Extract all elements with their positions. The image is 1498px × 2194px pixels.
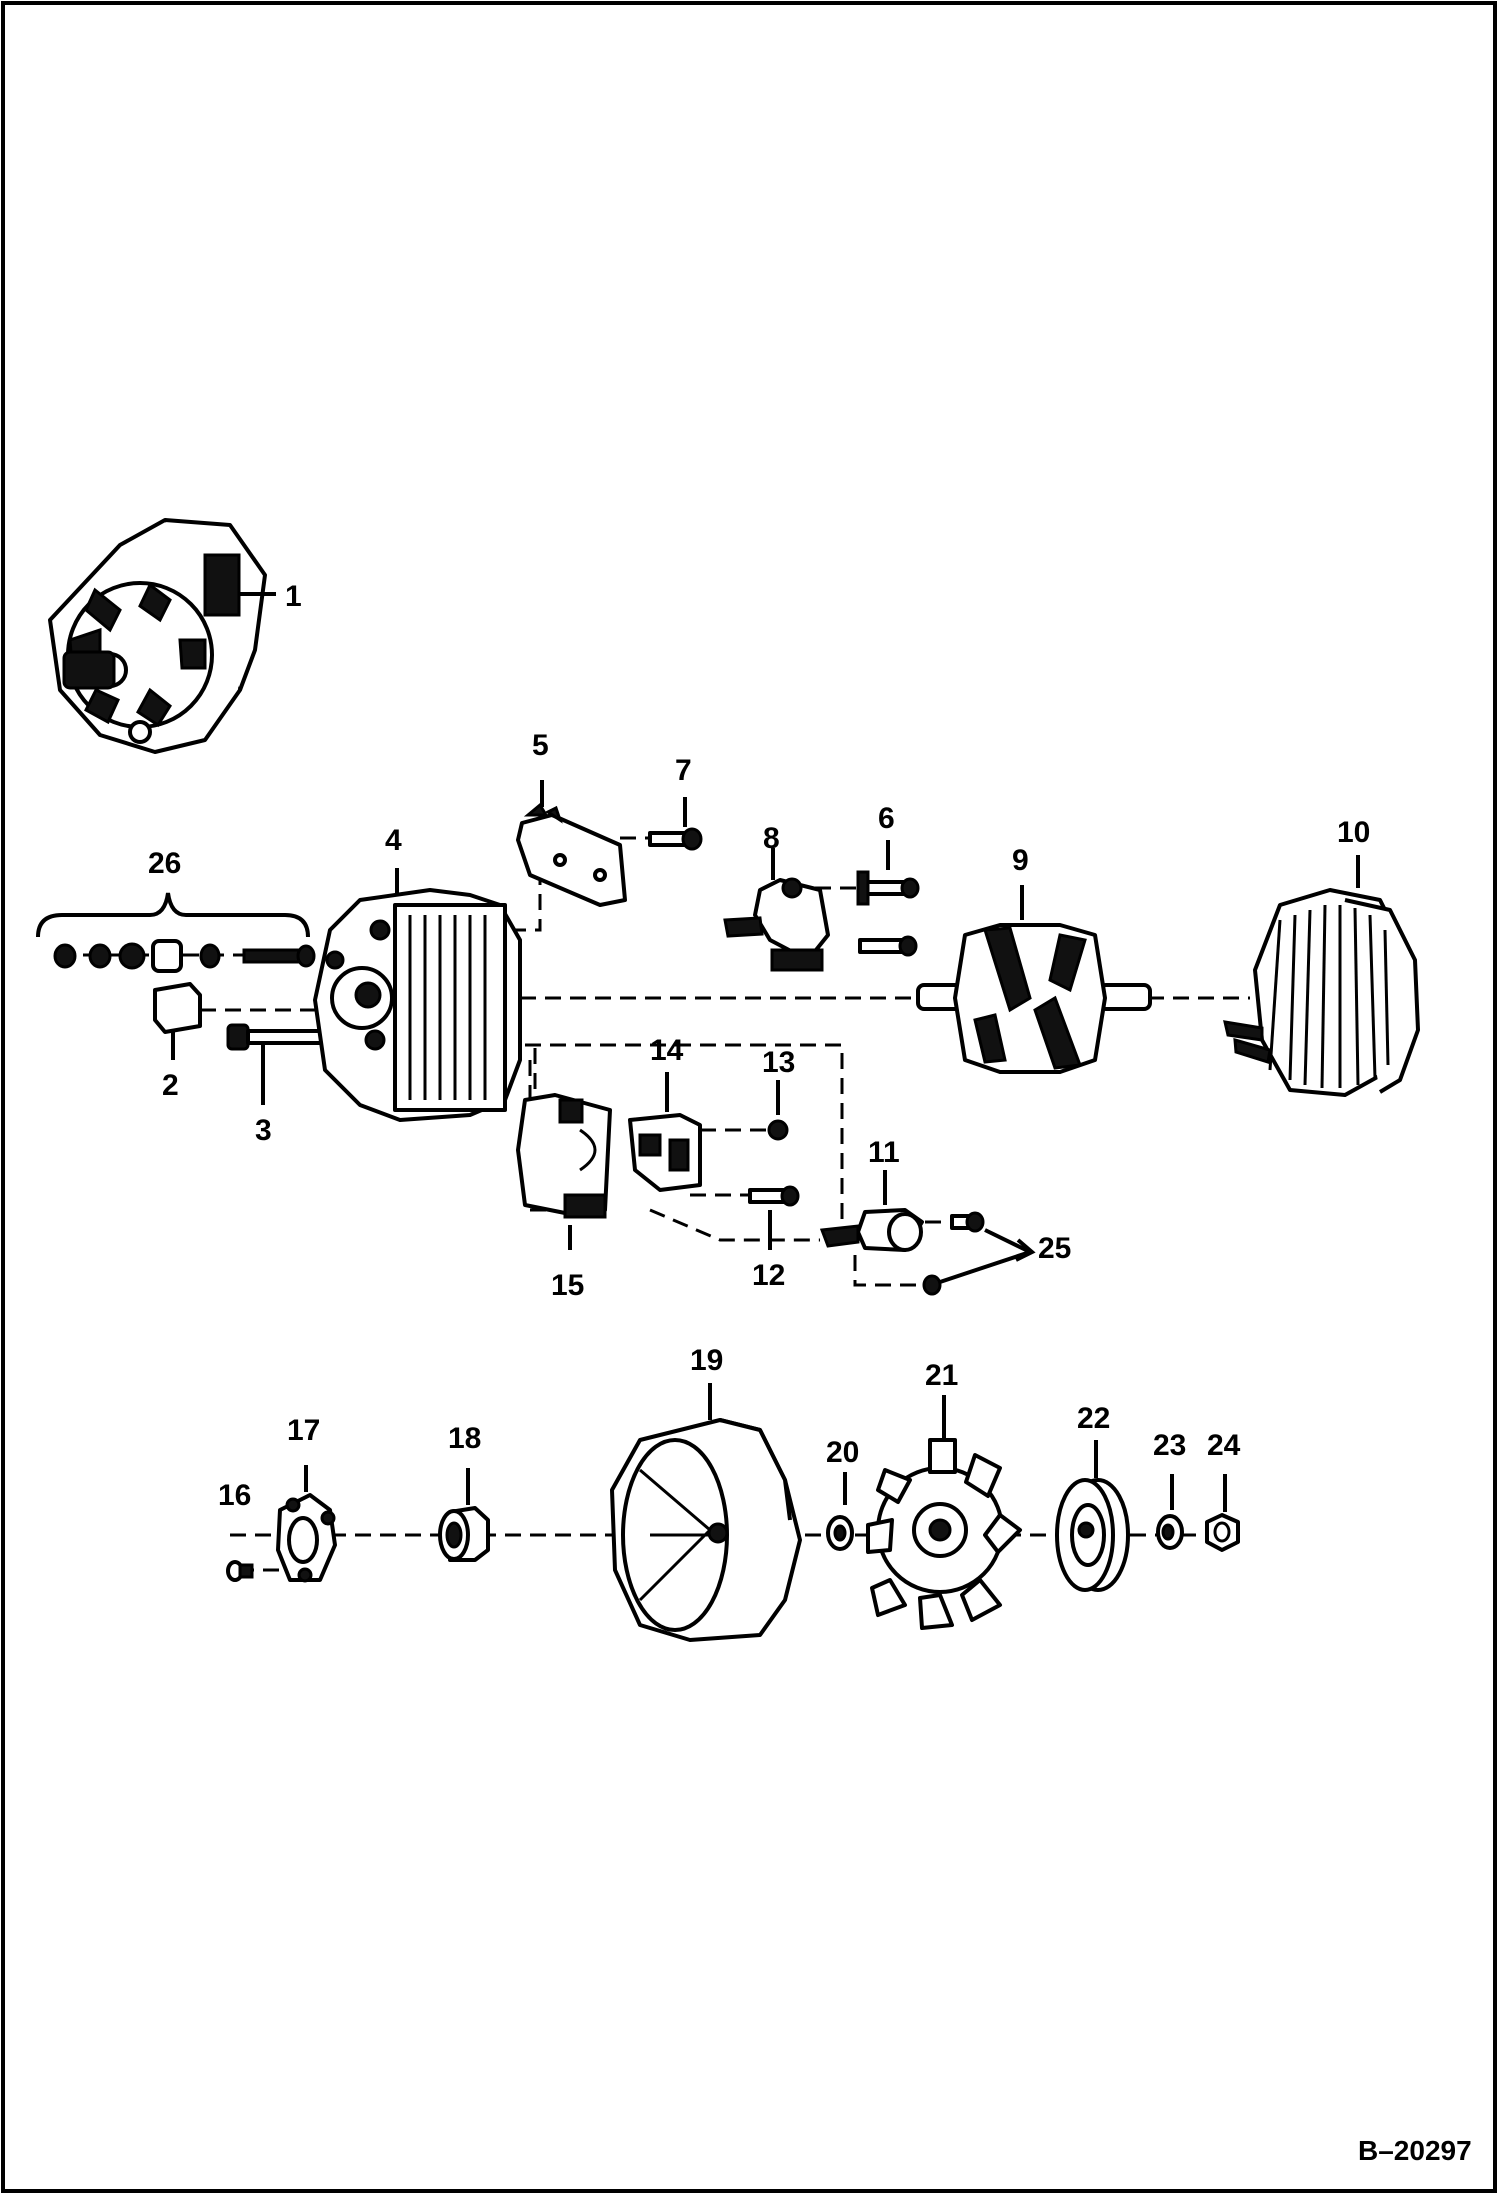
- callout-5: 5: [532, 729, 549, 762]
- mounting-plate-icon: [516, 780, 627, 907]
- callout-9: 9: [1012, 844, 1029, 877]
- brush-holder-icon: [723, 848, 830, 972]
- callout-13: 13: [762, 1046, 795, 1079]
- callout-2: 2: [162, 1069, 179, 1102]
- spacer-icon: [826, 1472, 854, 1551]
- screw-16-icon: [226, 1560, 254, 1582]
- callout-21: 21: [925, 1359, 958, 1392]
- screw-25-icon: [922, 1211, 1036, 1296]
- hardware-set-group: [36, 892, 316, 973]
- callout-16: 16: [218, 1479, 251, 1512]
- drive-end-housing-icon: [610, 1383, 802, 1642]
- regulator-icon: [628, 1072, 702, 1192]
- rotor-icon: [916, 885, 1152, 1074]
- callout-4: 4: [385, 824, 402, 857]
- rear-housing-icon: [313, 868, 522, 1122]
- bushing-icon: [153, 982, 202, 1060]
- retainer-plate-icon: [276, 1465, 337, 1583]
- callout-3: 3: [255, 1114, 272, 1147]
- pulley-icon: [1055, 1440, 1130, 1592]
- alternator-assembly-icon: [48, 518, 276, 754]
- callout-11: 11: [868, 1136, 900, 1169]
- callout-24: 24: [1207, 1429, 1241, 1462]
- callout-7: 7: [675, 754, 692, 787]
- callout-1: 1: [285, 580, 302, 613]
- rectifier-icon: [516, 1093, 612, 1250]
- nut-13-icon: [767, 1080, 789, 1141]
- nut-24-icon: [1205, 1474, 1240, 1552]
- callout-20: 20: [826, 1436, 859, 1469]
- callout-8: 8: [763, 822, 780, 855]
- callout-6: 6: [878, 802, 895, 835]
- callout-25: 25: [1038, 1232, 1071, 1265]
- callout-17: 17: [287, 1414, 320, 1447]
- screw-7-icon: [648, 797, 703, 851]
- callout-26: 26: [148, 847, 181, 880]
- bearing-icon: [438, 1468, 490, 1562]
- callout-18: 18: [448, 1422, 481, 1455]
- callout-19: 19: [690, 1344, 723, 1377]
- screw-12-icon: [748, 1185, 800, 1250]
- capacitor-icon: [819, 1170, 924, 1252]
- callout-labels: 1 2 3 4 5 6 7 8 9 10 11 12 13 14 15 16 1…: [148, 580, 1370, 1512]
- washer-icon: [1156, 1474, 1184, 1550]
- drawing-number: B–20297: [1358, 2135, 1472, 2166]
- callout-22: 22: [1077, 1402, 1110, 1435]
- screw-6-icon: [856, 840, 920, 957]
- callout-15: 15: [551, 1269, 584, 1302]
- fan-icon: [866, 1395, 1022, 1630]
- callout-12: 12: [752, 1259, 785, 1292]
- callout-14: 14: [650, 1034, 684, 1067]
- callout-23: 23: [1153, 1429, 1186, 1462]
- callout-10: 10: [1337, 816, 1370, 849]
- stator-icon: [1223, 855, 1420, 1097]
